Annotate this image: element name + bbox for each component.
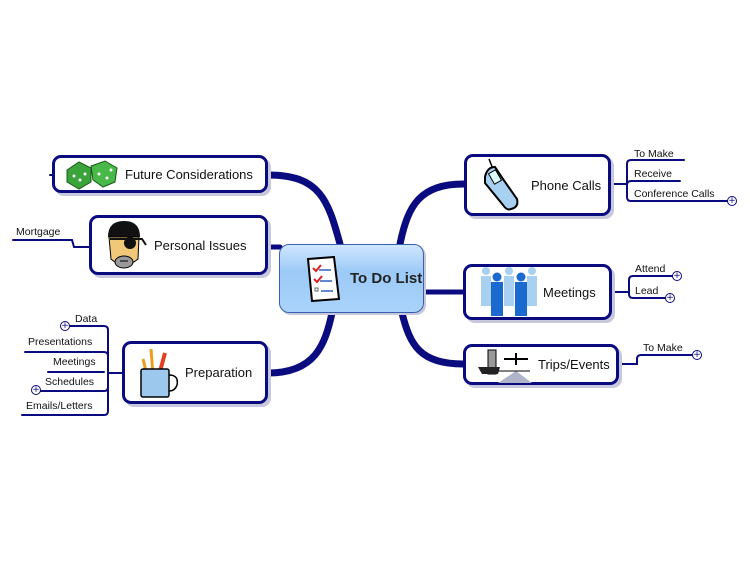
branch-line-phone: [396, 180, 468, 248]
subtopic-to-make[interactable]: To Make: [634, 148, 674, 160]
topic-label: Phone Calls: [531, 177, 602, 193]
expand-plus-icon[interactable]: +: [60, 321, 70, 331]
branch-line-future: [264, 171, 344, 248]
expand-plus-icon[interactable]: +: [692, 350, 702, 360]
central-topic-label: To Do List: [350, 270, 423, 287]
expand-plus-icon[interactable]: +: [31, 385, 41, 395]
subtopic-emails-letters[interactable]: Emails/Letters: [26, 400, 93, 412]
central-topic[interactable]: To Do List: [279, 244, 424, 313]
dice-icon: [66, 160, 118, 190]
subtopic-meetings[interactable]: Meetings: [53, 356, 96, 368]
pirate-icon: [108, 221, 147, 269]
topic-label: Future Considerations: [125, 166, 253, 182]
branch-line-trips: [398, 309, 467, 368]
checklist-icon: [306, 255, 341, 302]
topic-label: Meetings: [543, 284, 596, 300]
airplane-icon: [478, 349, 532, 383]
topic-label: Preparation: [185, 365, 253, 380]
expand-plus-icon[interactable]: +: [672, 271, 682, 281]
subtopic-to-make[interactable]: To Make: [643, 342, 683, 354]
topic-meetings[interactable]: Meetings: [463, 264, 612, 320]
topic-trips-events[interactable]: Trips/Events: [463, 344, 619, 385]
topic-label: Trips/Events: [538, 357, 610, 372]
topic-personal-issues[interactable]: Personal Issues: [89, 215, 268, 275]
topic-phone-calls[interactable]: Phone Calls: [464, 154, 611, 216]
subtopic-receive[interactable]: Receive: [634, 168, 672, 180]
subtopic-mortgage[interactable]: Mortgage: [16, 226, 61, 238]
branch-line-preparation: [264, 309, 336, 377]
expand-plus-icon[interactable]: +: [727, 196, 737, 206]
subtopic-data[interactable]: Data: [75, 313, 98, 325]
people-icon: [481, 267, 537, 316]
subtopic-attend[interactable]: Attend: [635, 263, 666, 275]
subtopic-conference-calls[interactable]: Conference Calls: [634, 188, 715, 200]
topic-preparation[interactable]: Preparation: [122, 341, 268, 404]
cell-phone-icon: [484, 158, 519, 211]
topic-label: Personal Issues: [154, 237, 247, 253]
topic-future-considerations[interactable]: Future Considerations: [52, 155, 268, 193]
expand-plus-icon[interactable]: +: [665, 293, 675, 303]
subtopic-lead[interactable]: Lead: [635, 285, 659, 297]
pencil-cup-icon: [140, 348, 179, 398]
subtopic-schedules[interactable]: Schedules: [45, 376, 95, 388]
subtopic-presentations[interactable]: Presentations: [28, 336, 93, 348]
